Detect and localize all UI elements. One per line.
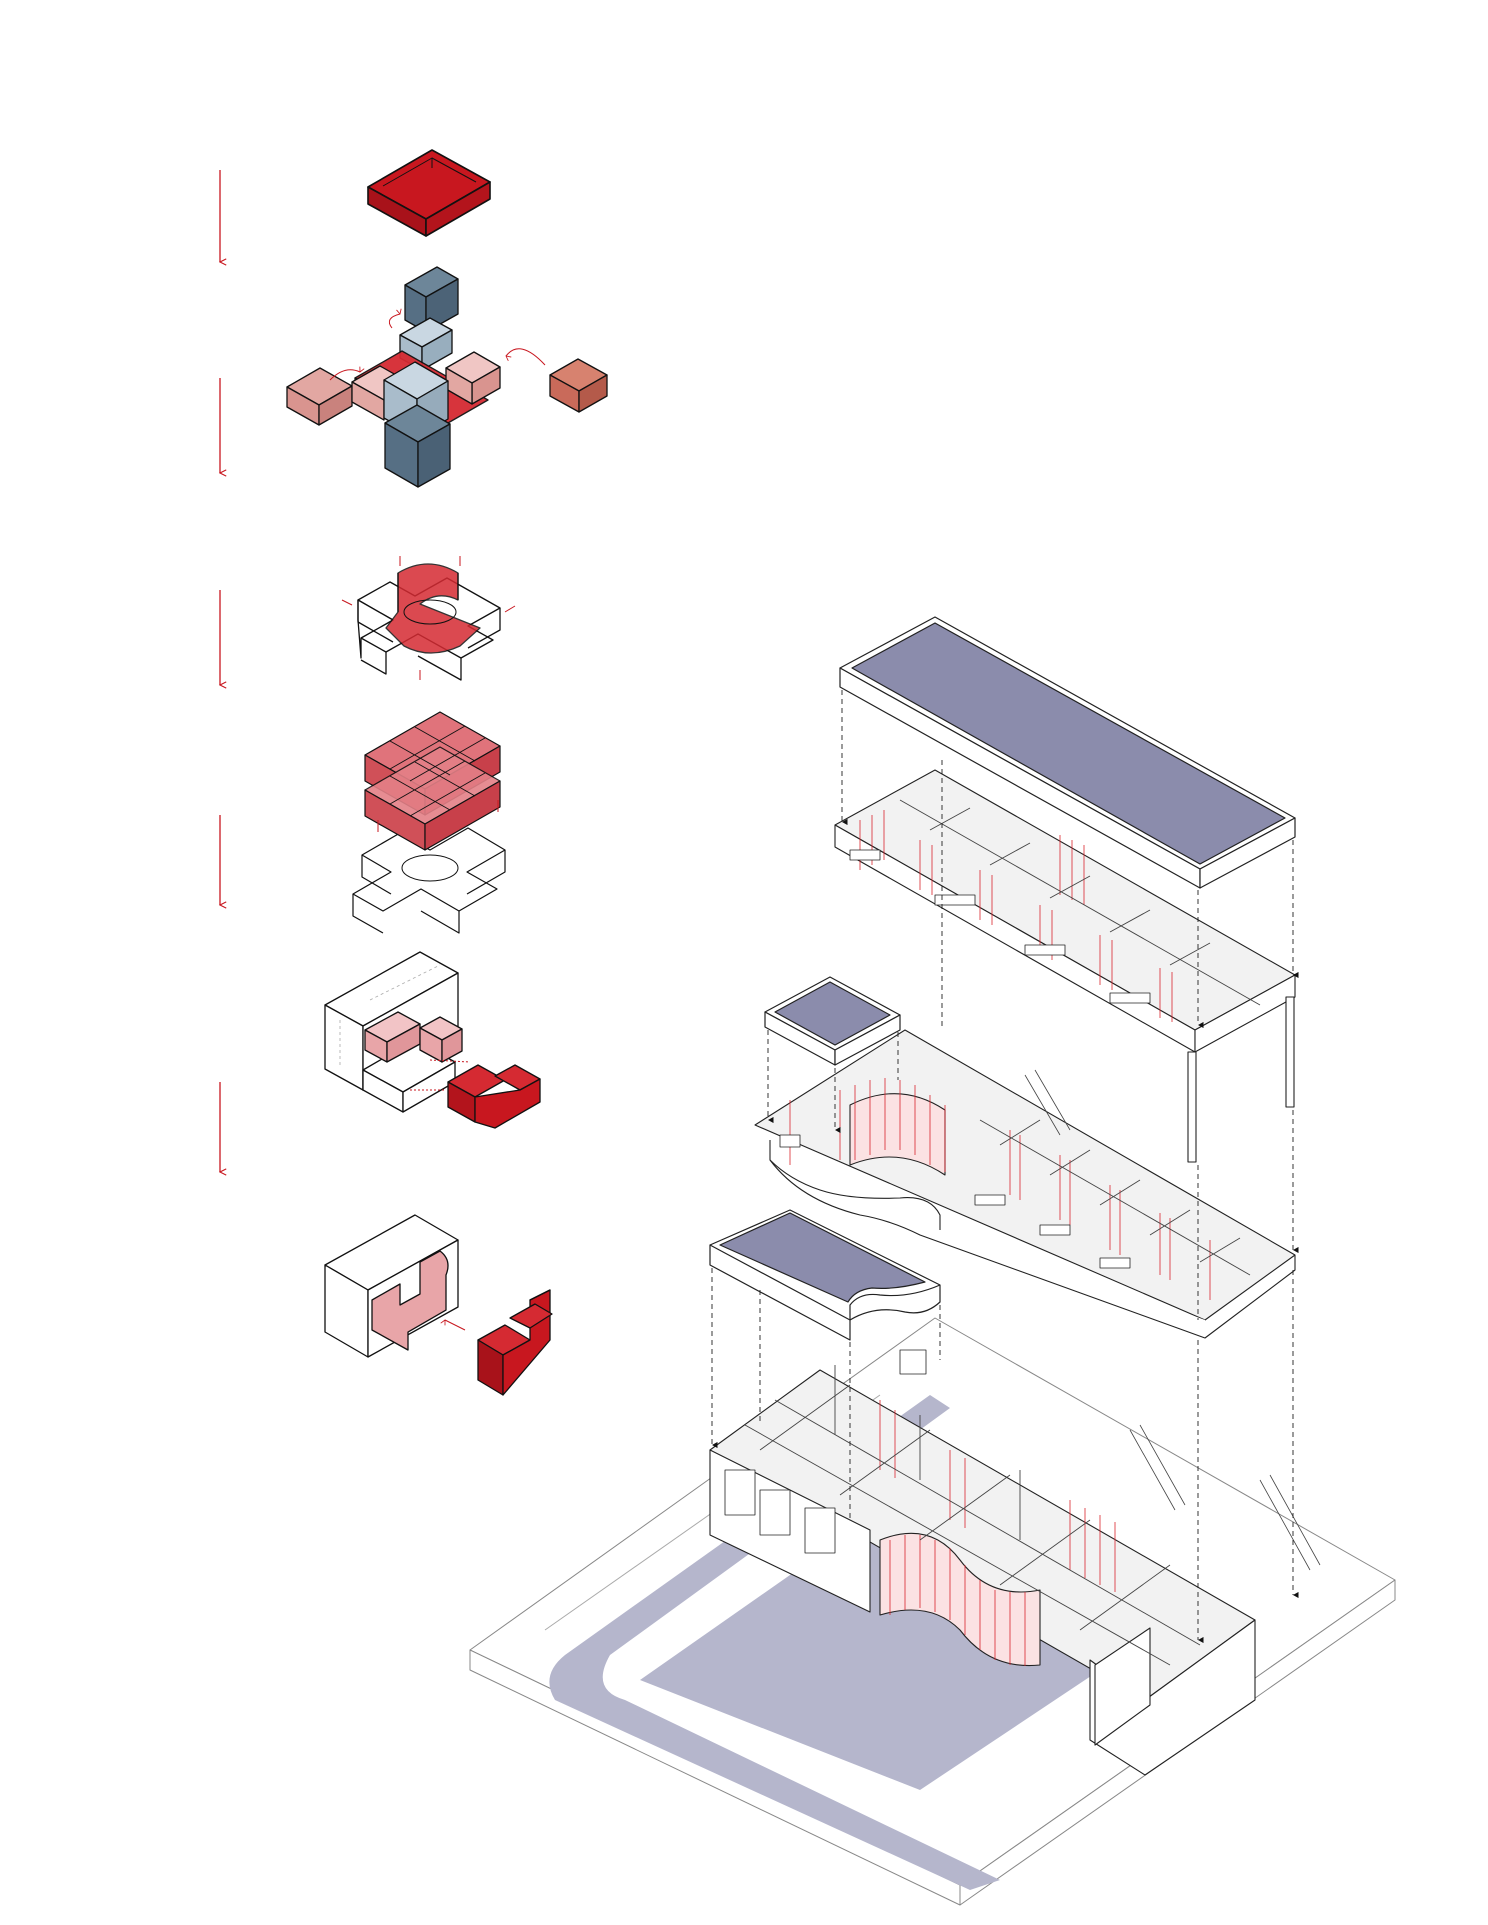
small-roof [764, 976, 901, 1066]
middle-floor [754, 1029, 1296, 1339]
ground-floor [709, 1349, 1321, 1776]
step-2-cross-volumes [286, 266, 608, 488]
step-1-solid-block [367, 149, 491, 237]
lower-roof [709, 1209, 941, 1341]
step-5-subtracted-volumes [324, 951, 541, 1129]
alignment-guides [711, 690, 1299, 1644]
step-4-stacked-grid [352, 711, 506, 934]
step-6-extracted-volume [324, 1214, 553, 1396]
step-3-carved-cross [341, 556, 516, 681]
upper-floor [834, 769, 1296, 1163]
roof-upper [839, 616, 1296, 889]
